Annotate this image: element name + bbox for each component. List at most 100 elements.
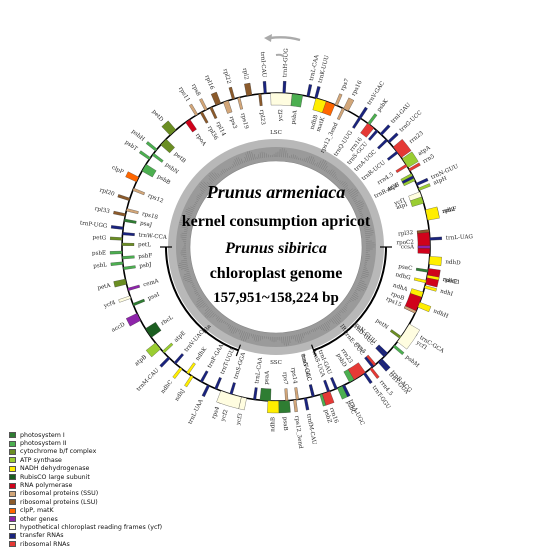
gene-label: psbZ: [322, 409, 332, 424]
gene-blocks: [109, 81, 442, 414]
legend-item: RubisCO large subunit: [9, 473, 169, 481]
gc-tick: [307, 331, 309, 335]
gc-tick: [220, 319, 224, 323]
gene-trnt-ugu: [214, 377, 222, 390]
gene-label: ycf3: [236, 412, 245, 426]
gc-tick: [252, 334, 254, 339]
gene-label: ycf1: [393, 197, 407, 207]
gene-psbh: [145, 141, 158, 152]
gene-petn: [389, 329, 402, 339]
gc-tick: [320, 324, 325, 332]
gc-tick: [331, 317, 338, 325]
gc-tick: [209, 173, 216, 181]
gene-label: trnS-GGA: [233, 351, 247, 380]
gc-tick: [220, 170, 224, 175]
gc-tick: [310, 329, 312, 333]
gc-tick: [253, 334, 256, 341]
gc-tick: [241, 331, 245, 341]
gc-tick: [184, 272, 190, 275]
gc-tick: [364, 230, 374, 233]
gene-label: psbT: [123, 140, 138, 153]
gene-trnd-guc: [375, 346, 387, 358]
gc-tick: [194, 288, 197, 290]
gc-tick: [362, 270, 370, 274]
legend-label: RNA polymerase: [20, 482, 73, 490]
gc-tick: [346, 302, 349, 305]
gc-tick: [185, 208, 194, 213]
gc-tick: [296, 334, 299, 343]
gc-tick: [346, 188, 350, 192]
gc-tick: [177, 263, 188, 266]
gc-tick: [228, 324, 232, 330]
gene-label: psbJ: [139, 262, 152, 270]
gene-ycf1: [408, 191, 422, 201]
gc-tick: [361, 274, 369, 278]
legend-swatch: [9, 440, 16, 447]
gc-tick: [328, 169, 333, 175]
gc-tick: [204, 307, 210, 312]
gc-tick: [290, 335, 292, 340]
gc-tick: [305, 157, 308, 163]
gc-tick: [257, 335, 260, 342]
gc-tick: [341, 181, 346, 186]
gene-ndhi: [424, 285, 437, 292]
gc-tick: [312, 329, 315, 332]
gc-tick: [320, 160, 327, 170]
gene-label: trnW-CCA: [138, 232, 168, 241]
gc-tick: [187, 216, 192, 218]
gene-label: psaC: [398, 264, 413, 272]
legend-swatch: [9, 524, 16, 531]
legend-label: clpP, matK: [20, 507, 54, 515]
gene-label: rpl16: [203, 74, 214, 91]
legend-item: cytochrome b/f complex: [9, 448, 169, 456]
gc-tick: [235, 328, 238, 334]
gc-tick: [341, 308, 346, 313]
gene-label: rrn16: [328, 407, 339, 425]
gc-tick: [365, 258, 370, 260]
gc-tick: [359, 279, 365, 283]
gene-trni-gau: [330, 377, 338, 390]
gene-psaj: [123, 218, 137, 224]
gene-label: trnQ-UUG: [333, 129, 354, 157]
gene-label: petD: [151, 109, 165, 124]
gene-label: atpE: [173, 330, 187, 343]
gene-label: psbM: [404, 354, 420, 369]
gc-tick: [208, 175, 215, 182]
gc-tick: [336, 178, 338, 181]
gene-rpl2: [244, 82, 253, 97]
region-label-ssc: SSC: [270, 360, 282, 366]
gene-ndhk: [186, 362, 196, 375]
legend-item: photosystem I: [9, 431, 169, 439]
gene-rps7: [334, 93, 343, 106]
gc-tick: [240, 158, 244, 164]
gc-tick: [199, 183, 207, 190]
gene-trnfm-cau: [303, 397, 310, 411]
gene-label: rps7: [281, 372, 288, 386]
gc-tick: [287, 153, 289, 158]
gene-label: atpF: [386, 182, 400, 193]
gc-tick: [327, 320, 331, 325]
gc-tick: [179, 221, 189, 225]
region-arcs: [160, 246, 392, 357]
region-label-irb: IRb: [338, 324, 349, 336]
gene-psbf: [122, 255, 135, 260]
gc-tick: [283, 148, 285, 158]
gc-tick: [299, 333, 303, 341]
gc-tick: [230, 326, 235, 334]
gc-tick: [307, 156, 310, 163]
legend-label: ribosomal proteins (SSU): [20, 490, 99, 498]
gene-label: rps7: [340, 77, 351, 91]
legend-item: NADH dehydrogenase: [9, 465, 169, 473]
gc-tick: [206, 305, 209, 308]
gc-tick: [239, 329, 242, 335]
gene-rps12-3end: [336, 107, 345, 121]
gc-tick: [183, 231, 188, 233]
gc-tick: [350, 296, 357, 301]
gc-tick: [336, 313, 342, 320]
gc-tick: [322, 323, 328, 332]
gc-tick: [184, 278, 192, 282]
gene-trnv-gac: [308, 384, 315, 397]
gene-rrn5: [408, 162, 421, 172]
gc-tick: [350, 191, 359, 198]
gene-label: rps12: [147, 193, 165, 205]
